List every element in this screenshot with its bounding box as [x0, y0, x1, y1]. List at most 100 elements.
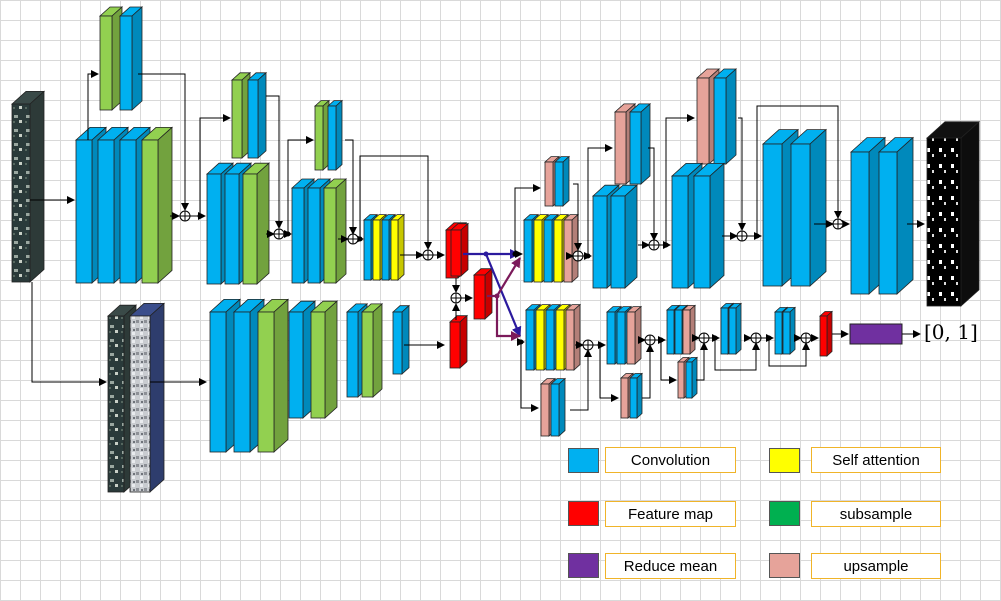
feature-map-block: [818, 310, 834, 357]
decoder-attention-block: [562, 213, 580, 283]
classifier-block-3: [727, 302, 743, 355]
decoder-block-2: [692, 162, 726, 289]
encoder-bottom-block-3: [360, 303, 384, 398]
output-range-label: [0, 1]: [924, 320, 978, 344]
connector-line: [87, 70, 99, 140]
sum-node-icon: [832, 218, 844, 230]
subsample-branch-block: [313, 99, 331, 171]
encoder-block-3: [322, 178, 348, 284]
upsample-branch-block: [549, 377, 567, 437]
connector-line: [648, 147, 658, 241]
feature-map-block: [472, 267, 494, 320]
legend-label-upsample: upsample: [811, 553, 941, 579]
sum-node-icon: [572, 250, 584, 262]
legend-swatch-convolution: [568, 448, 599, 473]
legend-swatch-subsample: [769, 501, 800, 526]
junction-dot: [494, 293, 500, 299]
connector-line: [138, 73, 189, 211]
sum-node-icon: [736, 230, 748, 242]
connector-line: [570, 349, 592, 411]
sum-node-icon: [450, 292, 462, 304]
connector-line: [756, 105, 842, 236]
encoder-bottom-block-4: [391, 304, 411, 375]
subsample-branch-block: [118, 6, 144, 111]
subsample-branch-block: [326, 99, 344, 171]
reduce-mean-block: [849, 323, 903, 345]
encoder-bottom-block-2: [309, 300, 339, 419]
attention-block: [389, 213, 406, 281]
upsample-branch-block: [553, 155, 571, 207]
junction-dot: [597, 342, 603, 348]
connector-line: [660, 340, 677, 384]
sum-node-icon: [800, 332, 812, 344]
legend-label-convolution: Convolution: [605, 447, 736, 473]
legend-label-self-attention: Self attention: [811, 447, 941, 473]
legend-swatch-upsample: [769, 553, 800, 578]
legend-label-feature-map: Feature map: [605, 501, 736, 527]
sum-node-icon: [750, 332, 762, 344]
input-image-icon: [10, 90, 46, 283]
legend-swatch-reduce-mean: [568, 553, 599, 578]
input-noise-image-icon: [128, 302, 166, 493]
subsample-branch-block: [246, 71, 268, 159]
junction-dot: [285, 231, 291, 237]
junction-dot: [357, 236, 363, 242]
junction-dot: [754, 233, 760, 239]
sum-node-icon: [648, 239, 660, 251]
fusion-arrow-blue: [484, 253, 522, 337]
connector-line: [738, 117, 746, 231]
legend-label-subsample: subsample: [811, 501, 941, 527]
connector-line: [359, 155, 432, 250]
classifier-block-4: [781, 306, 797, 355]
sum-node-icon: [347, 233, 359, 245]
connector-line: [520, 342, 539, 412]
connector-line: [587, 144, 613, 256]
legend-label-reduce-mean: Reduce mean: [605, 553, 736, 579]
encoder-block-2: [241, 162, 271, 285]
sum-node-icon: [644, 334, 656, 346]
connector-line: [599, 345, 619, 402]
connector-line: [514, 184, 541, 254]
upsample-branch-block: [628, 103, 652, 185]
encoder-bottom-block-1: [256, 298, 290, 453]
encoder-block-1: [140, 126, 174, 284]
connector-line: [768, 338, 810, 367]
subsample-branch-block: [98, 6, 124, 111]
junction-dot: [483, 251, 489, 257]
junction-dot: [712, 335, 718, 341]
connector-line: [665, 114, 695, 245]
upsample-branch-block: [712, 68, 738, 165]
classifier-block-1: [625, 305, 643, 365]
junction-dot: [658, 337, 664, 343]
connector-line: [642, 344, 654, 399]
decoder-block-4: [877, 136, 915, 295]
upsample-branch-block: [628, 372, 644, 419]
upsample-branch-block: [684, 356, 699, 399]
subsample-branch-block: [230, 71, 252, 159]
connector-line: [696, 342, 708, 381]
legend-swatch-self-attention: [769, 448, 800, 473]
decoder-block-1: [609, 184, 639, 289]
connector-line: [573, 183, 582, 251]
legend-swatch-feature-map: [568, 501, 599, 526]
junction-dot: [766, 335, 772, 341]
junction-dot: [512, 251, 518, 257]
junction-dot: [197, 213, 203, 219]
sum-node-icon: [273, 228, 285, 240]
feature-map-block: [449, 222, 470, 277]
junction-dot: [663, 242, 669, 248]
fusion-arrow-purple: [487, 294, 521, 341]
feature-map-block: [448, 314, 469, 369]
sum-node-icon: [698, 332, 710, 344]
sum-node-icon: [179, 210, 191, 222]
connector-line: [287, 136, 314, 234]
decoder-block-3: [789, 128, 828, 287]
sum-node-icon: [422, 249, 434, 261]
connector-line: [266, 95, 283, 229]
output-mask-icon: [925, 120, 981, 307]
classifier-block-2: [681, 304, 697, 355]
connector-line: [345, 139, 357, 235]
sum-node-icon: [582, 339, 594, 351]
connector-line: [714, 338, 760, 371]
